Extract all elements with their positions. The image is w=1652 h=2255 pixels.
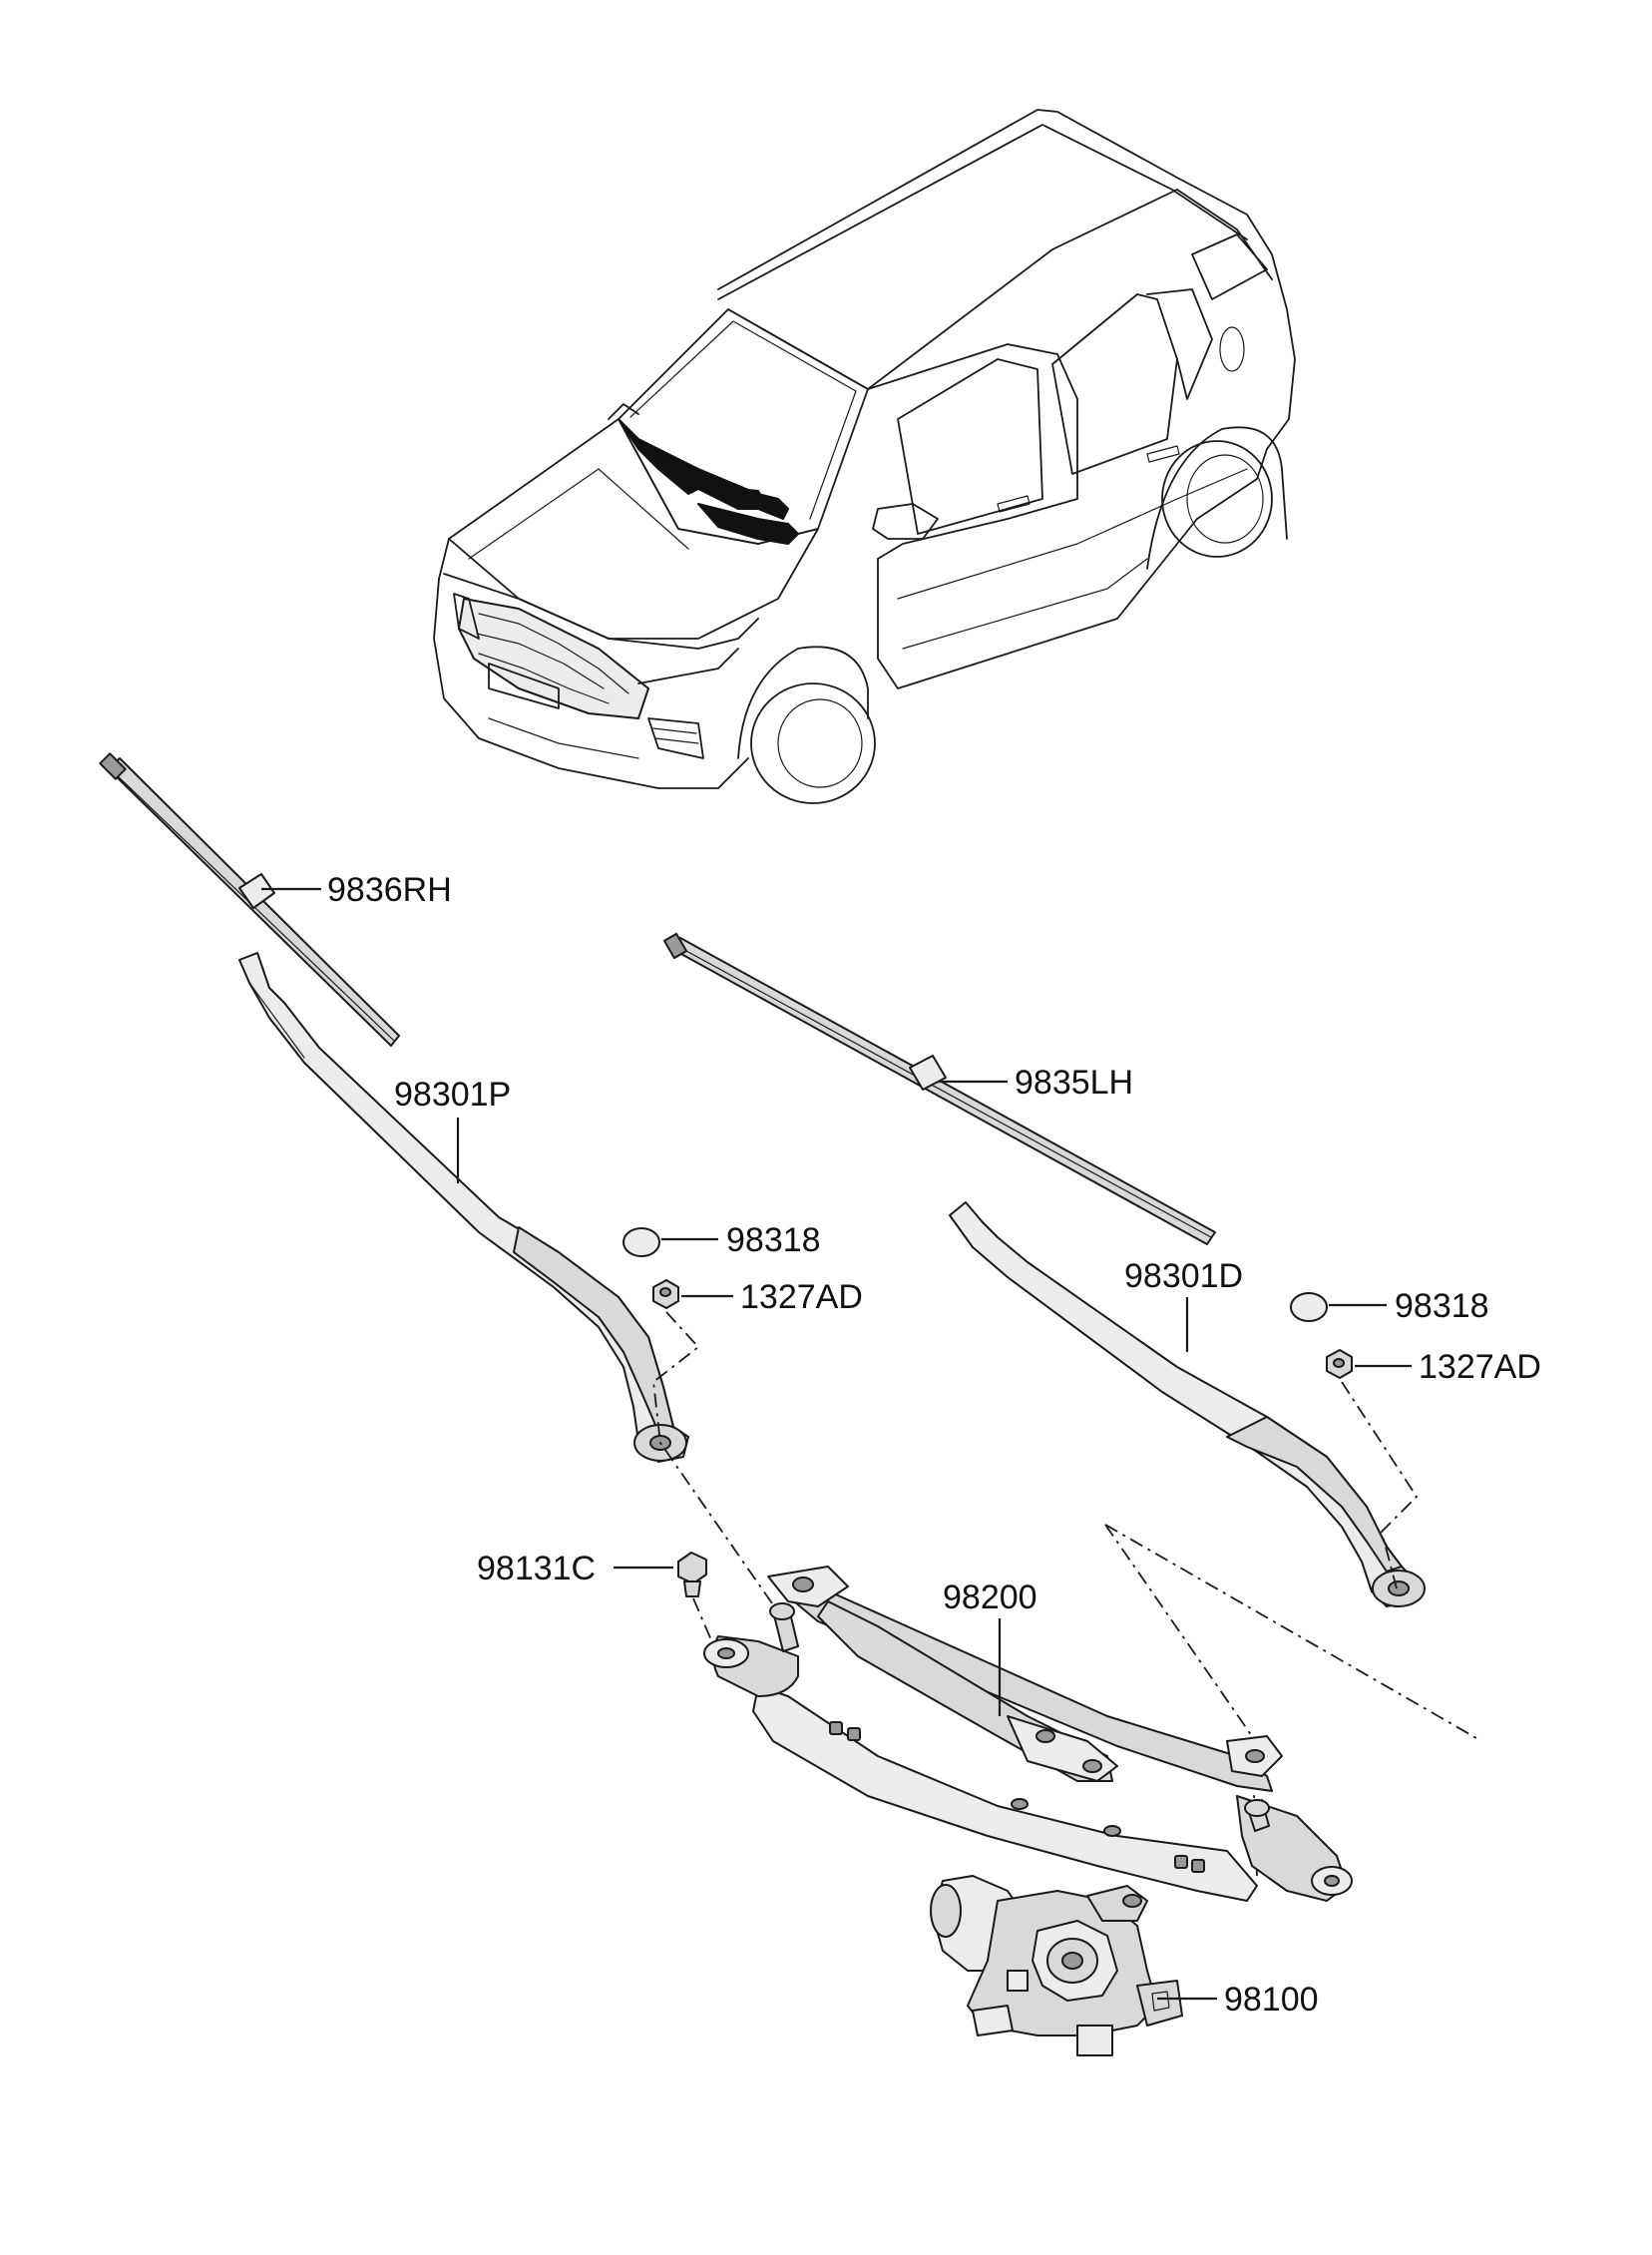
wiper-blade-rh-icon (99, 752, 400, 1047)
callout-1327ad-left: 1327AD (1419, 1348, 1541, 1386)
nut-icon (652, 1279, 679, 1309)
callout-98131c: 98131C (477, 1550, 596, 1587)
callout-98100: 98100 (1224, 1981, 1319, 2019)
callout-98301d: 98301D (1124, 1257, 1243, 1295)
linkage-icon (703, 1566, 1353, 1902)
wiper-arm-passenger-icon (238, 952, 689, 1463)
cap-icon (622, 1227, 660, 1257)
suv-vehicle-icon (433, 109, 1296, 804)
callout-9835lh: 9835LH (1015, 1064, 1133, 1102)
wiper-blade-lh-icon (662, 932, 1216, 1245)
callout-98318-left: 98318 (1395, 1287, 1489, 1325)
callout-98318-right: 98318 (726, 1221, 821, 1259)
callout-1327ad-right: 1327AD (740, 1278, 863, 1316)
bolt-icon (677, 1552, 707, 1597)
motor-icon (930, 1875, 1183, 2056)
nut-icon (1326, 1349, 1353, 1379)
callout-9836rh: 9836RH (327, 871, 452, 909)
callout-98200: 98200 (943, 1578, 1037, 1616)
cap-icon (1290, 1292, 1328, 1322)
callout-98301p: 98301P (394, 1076, 511, 1114)
wiper-arm-driver-icon (949, 1201, 1426, 1607)
